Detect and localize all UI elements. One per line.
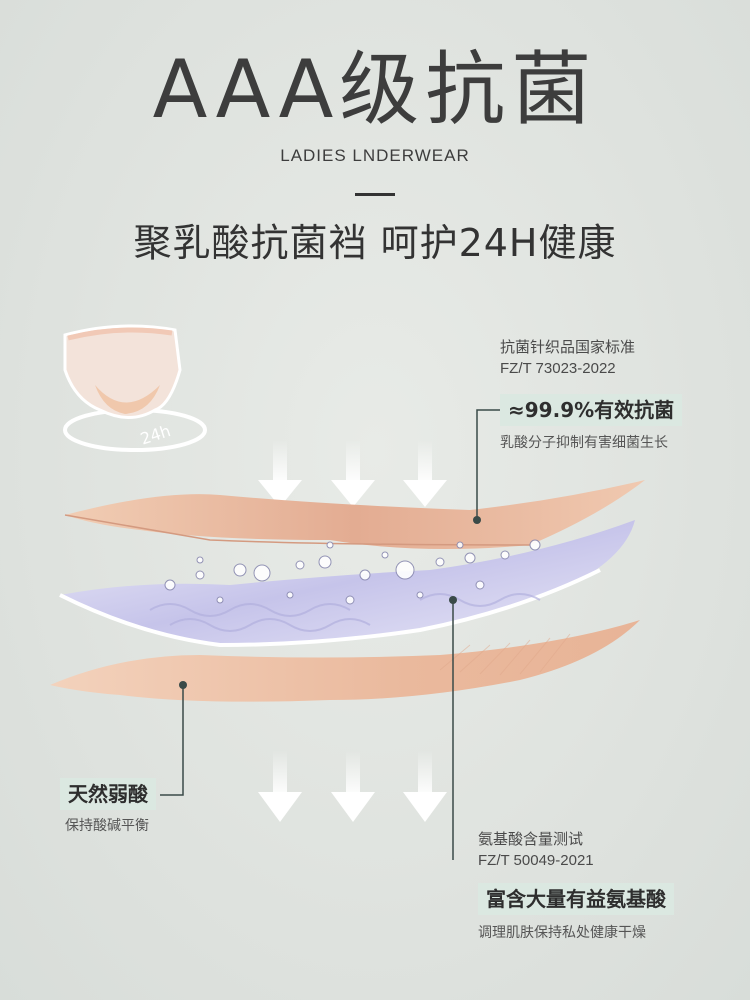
down-arrow-icon	[331, 750, 375, 822]
middle-layer	[60, 520, 635, 645]
bottom-fabric-layer	[50, 620, 640, 702]
amino-standard-name: 氨基酸含量测试	[478, 830, 584, 848]
water-droplets	[164, 539, 541, 605]
amino-description: 调理肌肤保持私处健康干燥	[478, 925, 646, 941]
headline: 聚乳酸抗菌裆 呵护24H健康	[133, 221, 617, 265]
down-arrow-icon	[331, 440, 375, 507]
page-title: AAA级抗菌	[152, 43, 598, 136]
down-arrow-icon	[258, 440, 302, 507]
antibacterial-highlight-badge: ≈99.9%有效抗菌	[500, 394, 683, 426]
acid-description: 保持酸碱平衡	[65, 818, 149, 834]
antibacterial-standard-name: 抗菌针织品国家标准	[500, 338, 636, 356]
amino-highlight-badge: 富含大量有益氨基酸	[478, 883, 674, 915]
24h-badge: 24h	[138, 421, 173, 448]
title-divider	[355, 193, 395, 196]
antibacterial-description: 乳酸分子抑制有害细菌生长	[500, 435, 668, 451]
down-arrow-icon	[403, 750, 447, 822]
top-fabric-layer	[65, 480, 645, 549]
down-arrow-icon	[403, 440, 447, 507]
callout-lines	[160, 409, 500, 860]
fabric-layers-illustration: 24h	[50, 324, 645, 860]
acid-highlight-badge: 天然弱酸	[60, 778, 156, 810]
page-subtitle: LADIES LNDERWEAR	[280, 146, 470, 165]
underwear-icon: 24h	[63, 324, 207, 452]
amino-standard-code: FZ/T 50049-2021	[478, 852, 594, 869]
arrows-top	[258, 440, 447, 507]
antibacterial-standard-code: FZ/T 73023-2022	[500, 360, 616, 377]
arrows-bottom	[258, 750, 447, 822]
down-arrow-icon	[258, 750, 302, 822]
